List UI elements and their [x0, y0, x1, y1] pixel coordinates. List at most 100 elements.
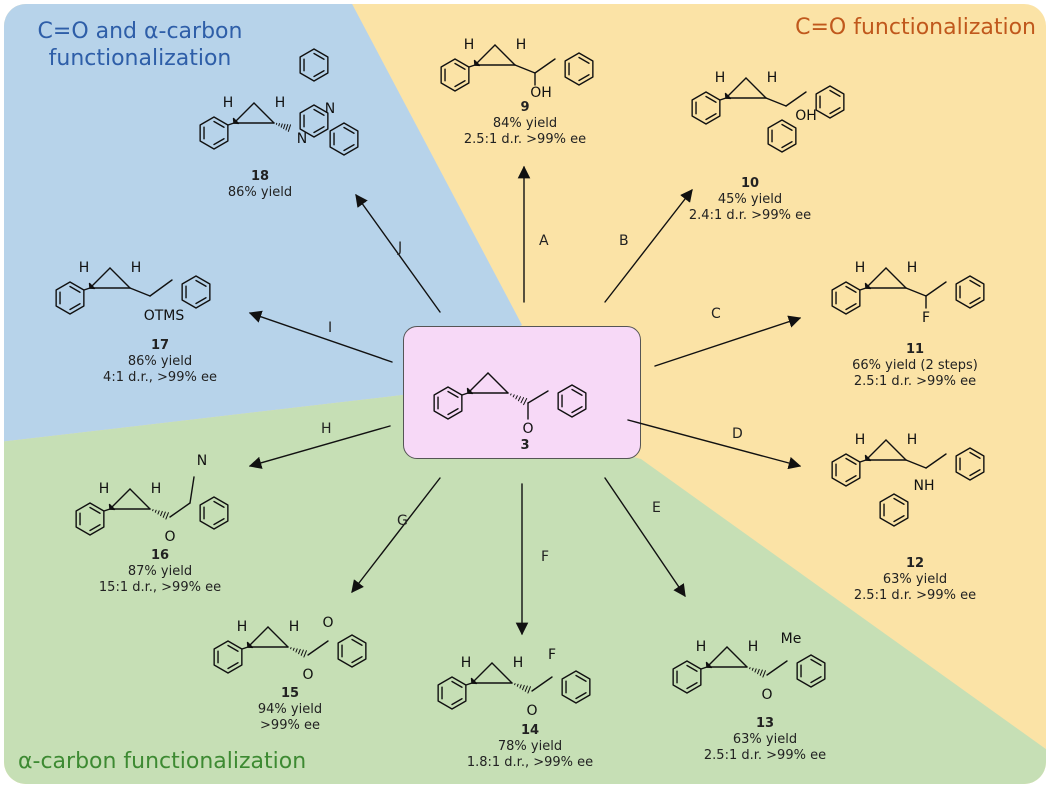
bond [83, 287, 91, 291]
double-bond [213, 120, 225, 128]
h-label: H [131, 260, 142, 276]
region-alpha-bg [4, 395, 1046, 784]
double-bond [195, 297, 207, 305]
reaction-label-h: H [321, 421, 332, 437]
cyclopropane-bond [471, 662, 493, 684]
hashed-bond-segment [303, 650, 307, 658]
compound-number: 14 [520, 723, 540, 738]
cyclopropane-bond [706, 646, 728, 668]
hashed-bond-segment [762, 670, 766, 678]
hashed-bond-segment [516, 683, 519, 687]
bond [859, 459, 867, 463]
cyclopropane-bond [109, 267, 131, 289]
bond [169, 502, 191, 518]
arrow-d [627, 419, 802, 470]
double-bond [781, 123, 793, 131]
double-bond [575, 674, 587, 682]
hashed-bond-segment [510, 393, 512, 396]
double-bond [213, 138, 225, 146]
double-bond [829, 89, 841, 97]
compound-3-number: 3 [505, 438, 545, 454]
hashed-bond-segment [754, 668, 757, 673]
bond [765, 97, 787, 107]
yield-text: 63% yield [732, 732, 798, 747]
hashed-bond-segment [522, 684, 525, 691]
cyclopropane-bond [487, 372, 509, 394]
h-label: H [464, 37, 475, 53]
compound-14-caption: 14 78% yield 1.8:1 d.r., >99% ee [420, 723, 640, 771]
h-label: H [907, 432, 918, 448]
double-bond [893, 515, 905, 523]
arrow-b [604, 189, 693, 303]
hashed-bond-segment [517, 396, 521, 402]
reaction-label-b: B [619, 233, 629, 249]
double-bond [343, 126, 355, 134]
double-bond [313, 52, 325, 60]
compound-number: 17 [150, 338, 170, 353]
compound-14-phenyl-ring [561, 670, 591, 704]
hashed-bond-segment [287, 124, 292, 132]
hashed-bond-segment [520, 397, 525, 404]
compound-13-caption: 13 63% yield 2.5:1 d.r. >99% ee [655, 716, 875, 764]
bond [925, 281, 947, 297]
cyclopropane-bond [725, 77, 747, 99]
oxygen-label: O [302, 667, 313, 683]
double-bond [810, 658, 822, 666]
yield-text: 66% yield (2 steps) [852, 358, 978, 373]
hashed-bond-segment [519, 684, 522, 689]
hashed-bond-segment [298, 648, 301, 655]
yield-text: 87% yield [127, 564, 193, 579]
reaction-label-d: D [732, 426, 743, 442]
double-bond [686, 664, 698, 672]
compound-number: 12 [905, 556, 925, 571]
cyclopropane-bond [253, 102, 275, 124]
compound-number: 10 [740, 176, 760, 191]
cyclopropane-bond [467, 372, 489, 394]
selectivity-text: >99% ee [260, 718, 320, 733]
double-bond [213, 518, 225, 526]
compound-number: 13 [755, 716, 775, 731]
arrow-c [654, 315, 802, 367]
hashed-bond-segment [162, 511, 166, 518]
compound-10-benzyl-ring [815, 85, 845, 119]
hydroxyl-label: OH [795, 108, 817, 124]
hashed-bond-segment [759, 669, 763, 676]
oxygen-label: O [164, 529, 175, 545]
cyclopropane-bond [494, 44, 516, 66]
double-bond [451, 680, 463, 688]
region-title-line2: functionalization [48, 46, 232, 71]
compound-16-caption: 16 87% yield 15:1 d.r., >99% ee [50, 548, 270, 596]
cyclopropane-bond [267, 626, 289, 648]
h-label: H [99, 481, 110, 497]
h-label: H [79, 260, 90, 276]
compound-number: 16 [150, 548, 170, 563]
cyclopropane-bond [726, 646, 748, 668]
h-label: H [748, 639, 759, 655]
hashed-bond-segment [160, 510, 163, 517]
hashed-bond-segment [283, 123, 286, 130]
h-label: H [223, 95, 234, 111]
h-label: H [461, 655, 472, 671]
compound-12-aniline-ring [879, 493, 909, 527]
nitrogen-label: N [325, 101, 335, 117]
compound-11-caption: 11 66% yield (2 steps) 2.5:1 d.r. >99% e… [805, 342, 1025, 390]
compound-11-benzyl-ring [955, 275, 985, 309]
bond [859, 287, 867, 291]
selectivity-text: 2.5:1 d.r. >99% ee [853, 374, 977, 389]
bond [527, 390, 549, 404]
region-title-co: C=O functionalization [795, 15, 1036, 40]
bond [465, 682, 473, 686]
double-bond [227, 644, 239, 652]
double-bond [313, 70, 325, 78]
double-bond [69, 285, 81, 293]
cyclopropane-bond [129, 488, 151, 510]
compound-number: 15 [280, 686, 300, 701]
selectivity-text: 2.4:1 d.r. >99% ee [688, 208, 812, 223]
compound-number: 11 [905, 342, 925, 357]
selectivity-text: 2.5:1 d.r. >99% ee [853, 588, 977, 603]
hashed-bond-segment [300, 649, 304, 656]
reaction-label-j: J [398, 240, 403, 256]
bond [103, 508, 111, 512]
double-bond [451, 698, 463, 706]
